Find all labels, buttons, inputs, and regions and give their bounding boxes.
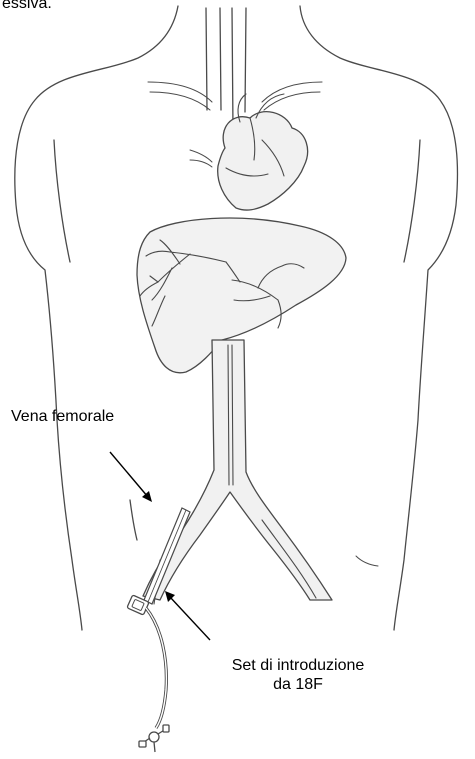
vena-cava-vessel bbox=[206, 8, 246, 130]
femoral-vein-label: Vena femorale bbox=[11, 407, 114, 426]
torso-outline-right bbox=[300, 6, 457, 630]
femoral-vein-arrow bbox=[110, 452, 152, 502]
introducer-label-line1: Set di introduzione bbox=[213, 656, 383, 675]
introducer-label-line2: da 18F bbox=[213, 675, 383, 694]
stopcock-valve bbox=[139, 725, 169, 752]
introducer-arrow bbox=[165, 591, 210, 640]
inferior-vena-cava bbox=[143, 340, 332, 600]
introducer-set-label: Set di introduzione da 18F bbox=[213, 656, 383, 694]
caption-fragment: essiva. bbox=[2, 0, 52, 13]
heart-organ bbox=[218, 112, 308, 210]
